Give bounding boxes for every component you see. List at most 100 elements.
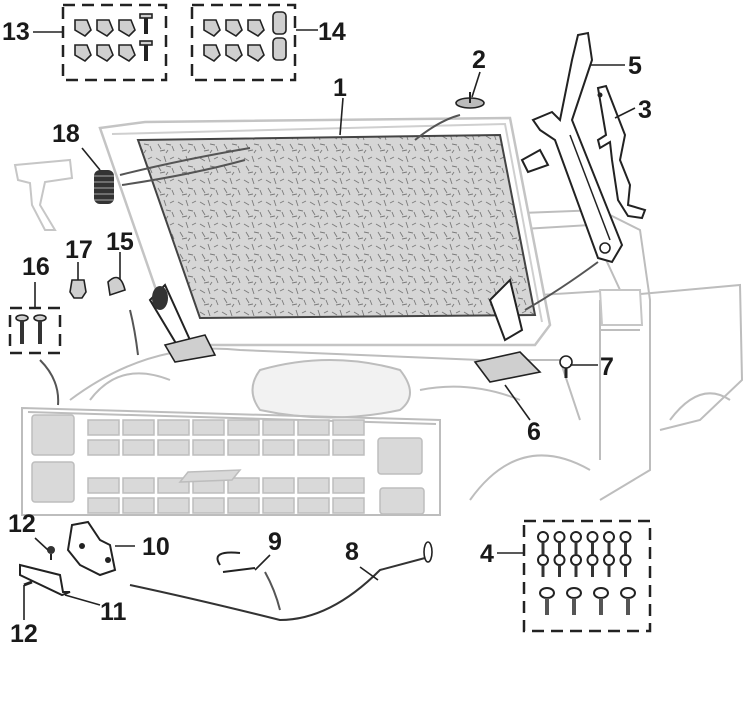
grille-cell bbox=[332, 419, 365, 436]
screw bbox=[559, 355, 573, 378]
screw-icon bbox=[572, 598, 576, 615]
screw-icon bbox=[624, 565, 627, 577]
screw-icon bbox=[593, 587, 609, 599]
grille-cell bbox=[157, 439, 190, 456]
callout-16: 15 bbox=[106, 228, 134, 256]
bolt-icon bbox=[144, 18, 148, 34]
cable-clip bbox=[216, 551, 256, 573]
grille-cell bbox=[122, 477, 155, 494]
screw-icon bbox=[541, 565, 545, 577]
screw-icon bbox=[553, 531, 566, 543]
latch-bolts bbox=[23, 546, 55, 587]
screw-icon bbox=[624, 542, 627, 554]
screw-icon bbox=[591, 565, 594, 577]
callout-labels: 13 14 1 2 5 3 18 17 15 16 7 6 12 10 9 8 … bbox=[2, 18, 652, 648]
callout-1: 1 bbox=[333, 74, 347, 102]
grille-cell bbox=[262, 497, 295, 514]
callout-5: 5 bbox=[628, 52, 642, 80]
screw-icon bbox=[20, 320, 24, 344]
screw-icon bbox=[586, 554, 599, 566]
screw-icon bbox=[607, 542, 611, 554]
grille-cell bbox=[122, 497, 155, 514]
screw-icon bbox=[586, 531, 599, 543]
callout-12-upper: 12 bbox=[8, 510, 36, 538]
grille-cell bbox=[192, 439, 225, 456]
screw-icon bbox=[537, 531, 549, 543]
grille-cell bbox=[227, 419, 260, 436]
clip-icon bbox=[203, 19, 221, 38]
bolt-icon bbox=[139, 40, 153, 46]
clip-icon bbox=[118, 44, 136, 63]
callout-12-lower: 12 bbox=[10, 620, 38, 648]
bowtie-emblem bbox=[178, 469, 242, 483]
clip-icon bbox=[96, 19, 114, 38]
callout-17: 16 bbox=[22, 253, 50, 281]
hinge-detail bbox=[520, 31, 624, 264]
grille-cell bbox=[227, 497, 260, 514]
stop-icon bbox=[272, 37, 287, 61]
grille-cell bbox=[227, 439, 260, 456]
latch-reference bbox=[13, 158, 74, 231]
callout-8: 8 bbox=[345, 538, 359, 566]
grille bbox=[31, 414, 425, 515]
screw-icon bbox=[619, 531, 632, 543]
clip-icon bbox=[225, 44, 243, 63]
grille-cell bbox=[87, 419, 120, 436]
truck-body bbox=[21, 208, 744, 516]
clip-icon bbox=[74, 44, 92, 63]
retainer-clip bbox=[414, 92, 485, 141]
grille-cell bbox=[227, 477, 260, 494]
screw-icon bbox=[570, 531, 582, 543]
stop-bumper bbox=[69, 279, 87, 299]
grille-cell bbox=[332, 439, 365, 456]
clip-icon bbox=[96, 44, 114, 63]
screw-icon bbox=[545, 598, 549, 615]
hood bbox=[98, 116, 552, 347]
spring bbox=[94, 170, 114, 204]
clip-icon bbox=[225, 19, 243, 38]
kit-4 bbox=[522, 519, 652, 633]
kit-15 bbox=[190, 3, 297, 82]
screw-icon bbox=[620, 587, 636, 599]
grille-cell bbox=[332, 477, 365, 494]
screw-icon bbox=[626, 598, 630, 615]
hood-bumper bbox=[107, 276, 126, 297]
screw-icon bbox=[566, 587, 582, 599]
screw-icon bbox=[541, 542, 545, 554]
bolt-icon bbox=[144, 45, 148, 61]
callout-4: 4 bbox=[480, 540, 494, 568]
stop-icon bbox=[272, 11, 287, 35]
grille-cell bbox=[332, 497, 365, 514]
clip-icon bbox=[247, 19, 265, 38]
left-hinge-installed bbox=[148, 283, 217, 363]
grille-cell bbox=[122, 419, 155, 436]
screw-icon bbox=[553, 554, 566, 566]
callout-9: 9 bbox=[268, 528, 282, 556]
screw-icon bbox=[574, 565, 578, 577]
screw-icon bbox=[537, 554, 549, 566]
clip-icon bbox=[74, 19, 92, 38]
grille-cell bbox=[297, 439, 330, 456]
screw-icon bbox=[539, 587, 555, 599]
callout-11: 11 bbox=[100, 598, 127, 626]
screw-icon bbox=[599, 598, 603, 615]
callout-15: 14 bbox=[318, 18, 346, 46]
callout-10: 10 bbox=[142, 533, 170, 561]
bolt-icon bbox=[139, 13, 153, 19]
kit-17 bbox=[8, 306, 62, 355]
grille-cell bbox=[262, 477, 295, 494]
grille-cell bbox=[122, 439, 155, 456]
screw-icon bbox=[558, 542, 561, 554]
grille-cell bbox=[87, 439, 120, 456]
grille-cell bbox=[262, 419, 295, 436]
grille-cell bbox=[297, 477, 330, 494]
screw-icon bbox=[607, 565, 611, 577]
screw-icon bbox=[38, 320, 42, 344]
spring-bracket bbox=[596, 84, 647, 220]
callout-7: 7 bbox=[600, 353, 614, 381]
screw-icon bbox=[619, 554, 632, 566]
grille-cell bbox=[297, 419, 330, 436]
grille-cell bbox=[87, 497, 120, 514]
callout-2: 2 bbox=[472, 46, 486, 74]
